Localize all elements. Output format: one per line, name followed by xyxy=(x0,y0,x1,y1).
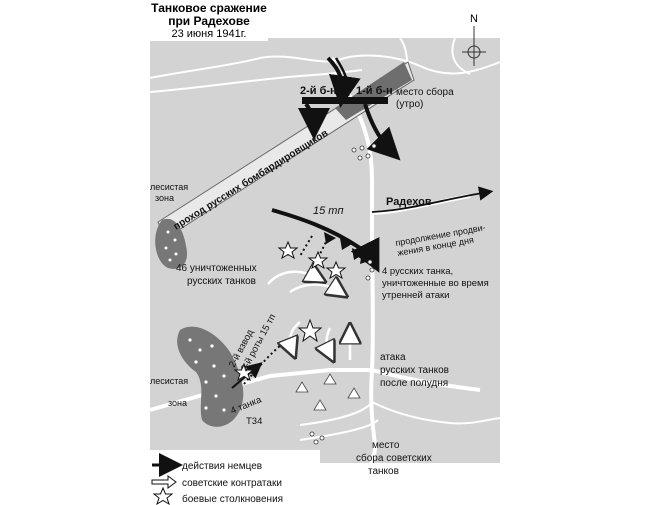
title-line-2: при Радехове xyxy=(168,14,250,28)
legend-label-soviet: советские контратаки xyxy=(182,478,282,489)
german-actions xyxy=(271,56,494,273)
destroyed-tank-dots xyxy=(309,143,377,445)
forest-lower xyxy=(177,326,244,427)
forest-upper-dots xyxy=(164,230,178,262)
label-bat2: 2-й б-н xyxy=(300,85,337,97)
dotted-attack xyxy=(299,235,329,259)
label-assembly-morning-1: место сбора xyxy=(396,86,454,98)
legend-star-icon xyxy=(152,486,174,505)
legend: действия немцев советские контратаки бое… xyxy=(151,453,283,505)
legend-label-battle: боевые столкновения xyxy=(182,493,283,505)
map-title: Танковое сражение при Радехове 23 июня 1… xyxy=(150,2,268,41)
legend-white-arrow-icon xyxy=(151,475,177,489)
legend-label-german: действия немцев xyxy=(182,461,262,472)
label-destroyed-46-1: 46 уничтоженных xyxy=(176,263,257,274)
label-forest-lower-1: лесистая xyxy=(150,376,188,386)
label-four-tanks-3: утренней атаки xyxy=(382,290,449,301)
label-forest-lower-2: зона xyxy=(168,398,187,408)
label-assembly-morning-2: (утро) xyxy=(396,99,423,110)
label-soviet-assembly-3: танков xyxy=(368,466,399,477)
compass-icon xyxy=(462,26,486,66)
title-date: 23 июня 1941г. xyxy=(171,28,247,40)
forest-upper xyxy=(155,218,188,269)
label-attack-1: атака xyxy=(380,352,406,363)
forest-lower-dots xyxy=(188,338,226,412)
label-four-tanks-2: уничтоженные во время xyxy=(382,278,489,289)
label-forest-upper-2: зона xyxy=(155,193,174,203)
label-destroyed-46-2: русских танков xyxy=(187,276,256,287)
label-attack-2: русских танков xyxy=(380,365,449,376)
soviet-counterattacks xyxy=(267,272,350,360)
label-attack-3: после полудня xyxy=(380,378,448,389)
label-regiment-15: 15 тп xyxy=(313,205,344,217)
label-bat1: 1-й б-н xyxy=(356,85,393,97)
label-soviet-assembly-1: место xyxy=(372,440,400,451)
label-four-tanks-1: 4 русских танка, xyxy=(382,266,453,277)
label-forest-upper-1: лесистая xyxy=(150,182,188,192)
label-t34-2: Т34 xyxy=(246,416,262,427)
soviet-triangles xyxy=(295,373,361,411)
label-radekhov: Радехов xyxy=(386,196,432,208)
german-front-line xyxy=(302,97,388,104)
north-label: N xyxy=(470,13,478,25)
title-line-1: Танковое сражение xyxy=(151,1,267,15)
battle-stars xyxy=(233,240,347,382)
label-soviet-assembly-2: сбора советских xyxy=(356,452,432,464)
